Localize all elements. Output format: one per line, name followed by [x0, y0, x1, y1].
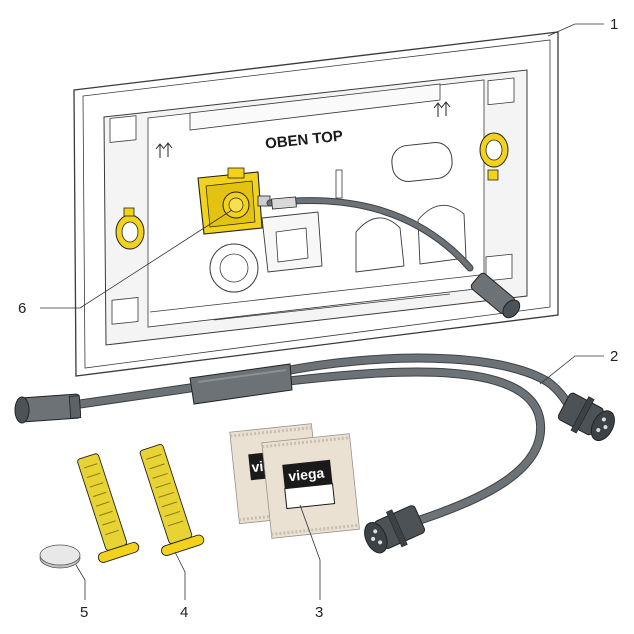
y-cable-input-plug: [14, 393, 82, 424]
frame-cable-clamp: [271, 196, 297, 210]
mounting-frame: OBEN TOP: [73, 31, 559, 377]
frame-center-clip-inner: [275, 227, 309, 263]
frame-oval-slot: [391, 142, 453, 182]
corner-pocket-bottom-right: [485, 253, 513, 282]
callout-number-4: 4: [180, 604, 188, 621]
frame-inner-edge: [82, 39, 551, 369]
screw-ring-left-icon: [115, 207, 145, 250]
callout-line-1: [547, 23, 604, 37]
y-cable-input: [76, 384, 194, 408]
y-cable-branch-b: [276, 368, 545, 524]
callout-number-6: 6: [18, 300, 26, 317]
corner-pocket-bottom-left: [111, 297, 139, 325]
wall-plugs: [77, 443, 205, 563]
frame-cable-connector: [470, 272, 521, 319]
callout-line-6: [40, 209, 233, 309]
up-arrow-left-icon: [155, 142, 173, 158]
frame-bottom-rail-2: [213, 293, 451, 321]
screw-ring-right-icon: [479, 132, 509, 181]
callout-number-1: 1: [610, 16, 618, 33]
callout-number-2: 2: [610, 348, 618, 365]
callout-number-5: 5: [80, 604, 88, 621]
frame-tab: [335, 169, 343, 199]
frame-top-lip: [189, 83, 441, 131]
y-cable-assembly: [14, 353, 615, 554]
corner-pocket-top-left: [109, 115, 137, 143]
y-cable-connector-b: [364, 505, 426, 554]
y-cable-connector-a: [557, 392, 615, 442]
corner-pocket-top-right: [487, 77, 515, 106]
callout-number-3: 3: [315, 604, 323, 621]
callout-line-3: [299, 504, 321, 600]
callout-lines: [40, 23, 604, 600]
frame-bottom-rail: [149, 274, 481, 313]
coin-battery: [39, 544, 81, 569]
up-arrow-right-icon: [433, 101, 451, 117]
packet-front-logo: viega: [288, 465, 325, 485]
viega-packets: vie viega: [229, 423, 360, 539]
callout-line-2: [539, 355, 604, 385]
yellow-sensor-module: [197, 167, 271, 235]
frame-round-hole-inner: [219, 253, 249, 283]
callout-line-4: [174, 551, 186, 600]
frame-round-hole: [209, 243, 259, 293]
wall-plug-left: [77, 453, 140, 563]
callout-line-5: [75, 564, 86, 600]
y-cable-splitter: [189, 363, 293, 405]
frame-arch-cutout-right: [355, 217, 405, 273]
y-cable-splitter-highlight: [197, 369, 287, 383]
wall-plug-right: [139, 443, 205, 557]
packet-front: viega: [261, 433, 360, 539]
